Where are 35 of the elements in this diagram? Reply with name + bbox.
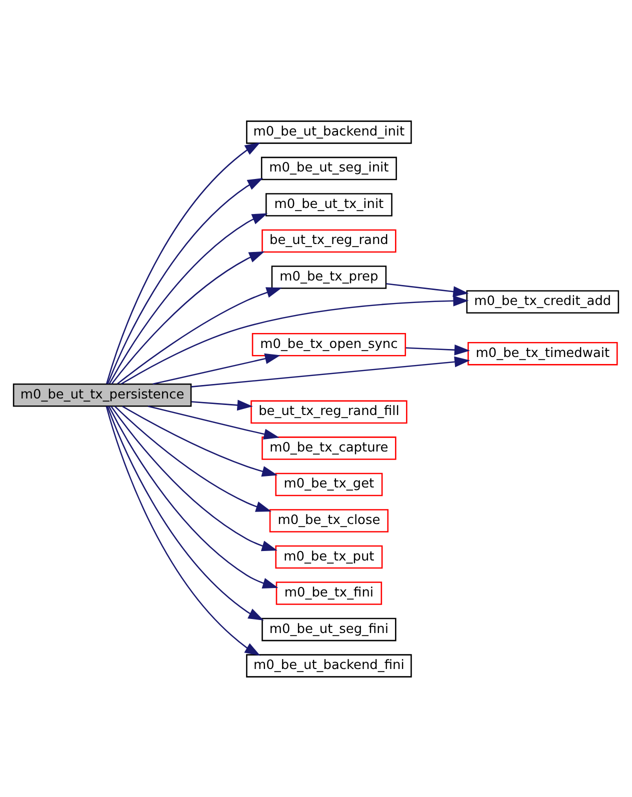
arrow [122, 405, 278, 476]
node-box: m0_be_ut_backend_fini [246, 654, 412, 677]
arrow [107, 177, 264, 384]
node-box: m0_be_ut_tx_init [265, 192, 392, 216]
node-box: be_ut_tx_reg_rand_fill [250, 400, 408, 424]
arrow [386, 282, 469, 296]
node-box: m0_be_tx_open_sync [252, 332, 406, 356]
arrow [106, 406, 264, 620]
node-box: m0_be_tx_capture [262, 436, 396, 460]
arrow [116, 286, 282, 384]
arrow [191, 399, 253, 410]
node-box: be_ut_tx_reg_rand [262, 228, 396, 252]
arrow [152, 352, 280, 384]
arrow [110, 405, 278, 551]
node-box: m0_be_ut_seg_init [260, 156, 397, 180]
node-box: m0_be_tx_put [275, 544, 383, 568]
node-box: m0_be_tx_close [269, 508, 389, 532]
node-box: m0_be_tx_timedwait [468, 342, 618, 365]
node-box: m0_be_tx_get [275, 472, 383, 496]
arrow [106, 406, 260, 656]
node-box: m0_be_ut_tx_persistence [12, 382, 192, 406]
node-box: m0_be_tx_fini [276, 581, 382, 604]
arrow [406, 344, 470, 355]
arrow [111, 250, 265, 384]
arrow [108, 212, 268, 384]
arrow [191, 356, 470, 387]
node-box: m0_be_ut_backend_init [246, 120, 412, 144]
node-box: m0_be_tx_credit_add [466, 290, 620, 314]
node-box: m0_be_tx_prep [271, 265, 387, 288]
arrow [114, 405, 272, 512]
arrow [148, 405, 280, 439]
arrow [108, 405, 278, 588]
arrow [120, 294, 469, 384]
arrow [106, 142, 260, 384]
node-box: m0_be_ut_seg_fini [262, 617, 396, 641]
